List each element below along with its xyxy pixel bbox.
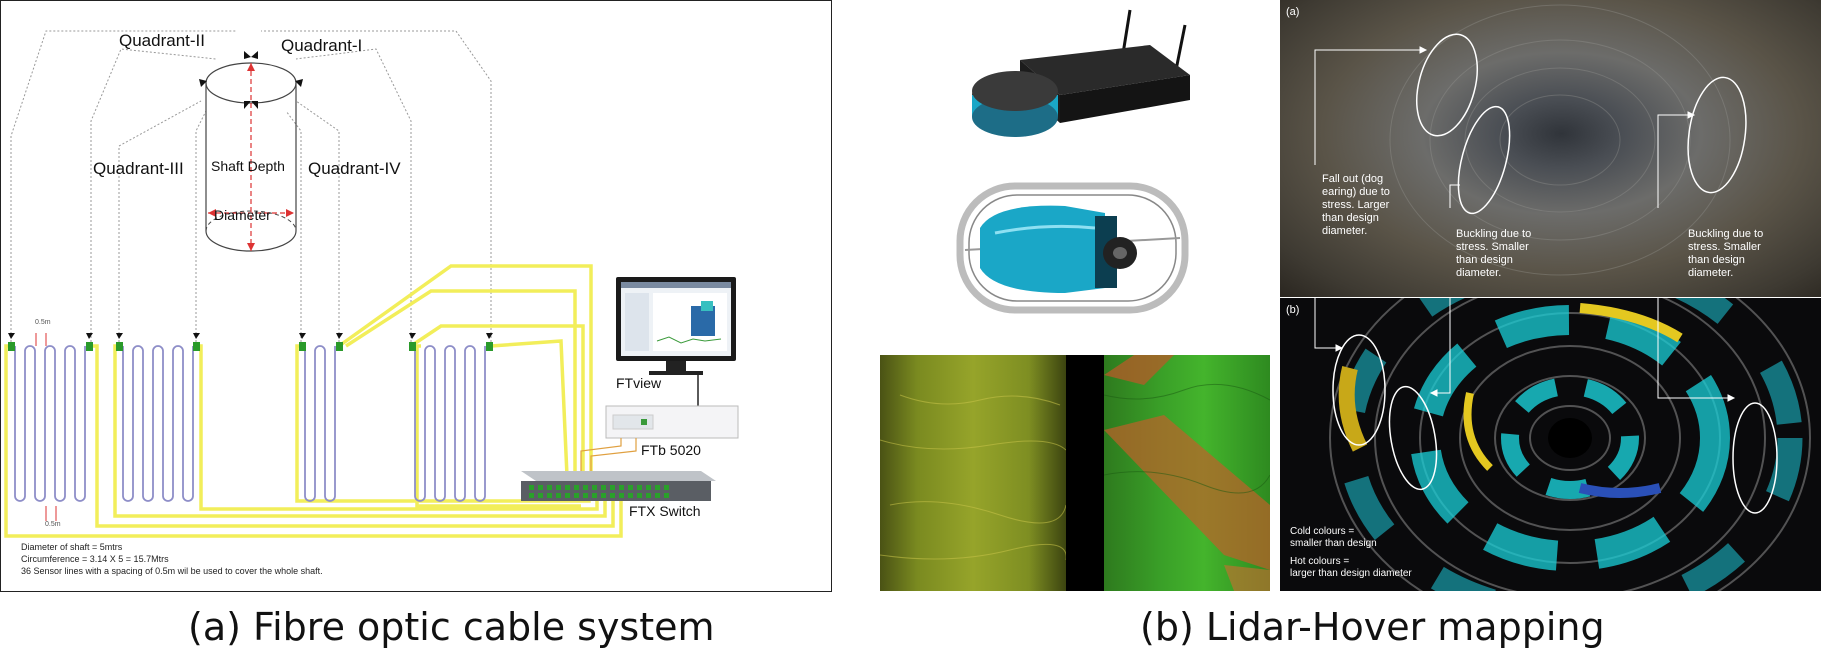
fibre-optic-svg <box>4 30 739 538</box>
guide-lines <box>10 30 492 346</box>
annotation-line: diameter. <box>1456 267 1502 279</box>
legend-line: smaller than design <box>1290 538 1377 549</box>
caption-b: (b) Lidar-Hover mapping <box>1140 605 1605 649</box>
lidar-device-photo <box>950 5 1190 155</box>
lidar-scan-raw <box>880 355 1066 591</box>
sensor-markers <box>8 333 493 339</box>
hover-device-photo <box>955 178 1190 320</box>
panel-b-b-tag: (b) <box>1286 304 1300 316</box>
caption-a: (a) Fibre optic cable system <box>188 605 715 649</box>
shaft-photo: (a) Fall out (dog earing) due to stress.… <box>1280 0 1821 297</box>
shaft-depth-label: Shaft Depth <box>211 158 285 174</box>
ftx-label: FTX Switch <box>629 503 701 519</box>
ftb-unit <box>605 405 739 439</box>
annotation-line: Buckling due to <box>1456 228 1532 240</box>
legend-line: Cold colours = <box>1290 526 1355 537</box>
buckling-annotation-2: Buckling due to stress. Smaller than des… <box>1688 228 1763 280</box>
spacing-markers <box>35 333 57 521</box>
ftview-label: FTview <box>616 375 662 391</box>
spacing-bottom-label: 0.5m <box>45 521 61 528</box>
fibre-optic-diagram: Quadrant-II Quadrant-I Quadrant-III Quad… <box>0 0 832 592</box>
annotation-line: than design <box>1322 212 1379 224</box>
annotation-line: stress. Larger <box>1322 199 1390 211</box>
quadrant-2-label: Quadrant-II <box>119 31 205 50</box>
note-line: Circumference = 3.14 X 5 = 15.7Mtrs <box>21 554 169 564</box>
annotation-line: than design <box>1688 254 1745 266</box>
diagram-notes: Diameter of shaft = 5mtrs Circumference … <box>21 541 323 577</box>
fall-out-annotation: Fall out (dog earing) due to stress. Lar… <box>1322 173 1390 238</box>
annotation-line: earing) due to <box>1322 186 1390 198</box>
legend-line: Hot colours = <box>1290 556 1350 567</box>
quadrant-4-label: Quadrant-IV <box>308 159 401 178</box>
buckling-annotation-1: Buckling due to stress. Smaller than des… <box>1456 228 1531 280</box>
note-line: 36 Sensor lines with a spacing of 0.5m w… <box>21 566 323 576</box>
ftb-label: FTb 5020 <box>641 442 701 458</box>
panel-b-a-tag: (a) <box>1286 6 1300 18</box>
annotation-line: stress. Smaller <box>1688 241 1761 253</box>
lidar-scan-colour <box>1104 355 1270 591</box>
diameter-label: Diameter <box>214 207 271 223</box>
hot-colour-legend: Hot colours = larger than design diamete… <box>1290 556 1412 580</box>
orange-fibres <box>580 438 637 471</box>
cold-colour-legend: Cold colours = smaller than design <box>1290 526 1377 550</box>
lidar-colour-map: (b) Cold colours = smaller than design H… <box>1280 298 1821 591</box>
annotation-line: diameter. <box>1688 267 1734 279</box>
sensor-nodes <box>8 342 493 351</box>
legend-line: larger than design diameter <box>1290 568 1412 579</box>
quadrant-1-label: Quadrant-I <box>281 36 363 55</box>
spacing-top-label: 0.5m <box>35 319 51 326</box>
sensor-coils <box>14 345 486 502</box>
annotation-line: Buckling due to <box>1688 228 1764 240</box>
ftx-switch <box>521 471 716 501</box>
annotation-line: than design <box>1456 254 1513 266</box>
annotation-line: stress. Smaller <box>1456 241 1529 253</box>
annotation-line: Fall out (dog <box>1322 173 1384 185</box>
annotation-line: diameter. <box>1322 225 1368 237</box>
shaft-cylinder <box>199 51 303 252</box>
note-line: Diameter of shaft = 5mtrs <box>21 542 123 552</box>
quadrant-3-label: Quadrant-III <box>93 159 184 178</box>
ftview-monitor <box>616 277 736 375</box>
scan-gap <box>1066 355 1104 591</box>
